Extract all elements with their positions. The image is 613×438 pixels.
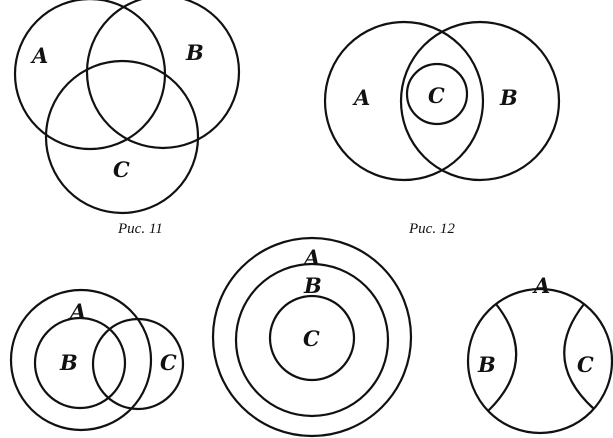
fig15-set-c-boundary <box>563 303 595 410</box>
fig13-set-b-circle <box>33 316 127 410</box>
fig15-label-c: C <box>577 352 594 377</box>
fig13-label-a: A <box>68 299 86 324</box>
fig12-label-a: A <box>352 85 370 110</box>
figure-13: A B C <box>9 288 185 432</box>
fig14-label-c: C <box>303 326 320 351</box>
fig11-label-b: B <box>185 40 204 65</box>
fig15-label-b: B <box>477 352 496 377</box>
fig13-set-a-circle <box>9 288 153 432</box>
figure-14: A B C <box>211 236 413 438</box>
fig12-label-c: C <box>428 83 445 108</box>
fig12-set-b-circle <box>399 20 561 182</box>
fig11-set-b-circle <box>85 0 241 150</box>
fig13-label-b: B <box>59 350 78 375</box>
fig11-set-c-circle <box>44 59 200 215</box>
fig13-label-c: C <box>160 350 177 375</box>
figure-11: A B C Рис. 11 <box>13 0 241 237</box>
figure-15: A B C <box>466 273 613 435</box>
fig11-set-a-circle <box>13 0 167 151</box>
fig11-caption: Рис. 11 <box>117 221 163 237</box>
fig14-set-b-circle <box>234 262 390 418</box>
fig12-caption: Рис. 12 <box>408 221 455 237</box>
fig14-set-a-circle <box>211 236 413 438</box>
fig11-label-c: C <box>113 157 130 182</box>
fig14-label-a: A <box>302 245 320 270</box>
fig14-set-c-circle <box>268 294 356 382</box>
fig13-set-c-circle <box>91 317 185 411</box>
fig14-label-b: B <box>303 273 322 298</box>
figure-12: A B C Рис. 12 <box>323 20 561 237</box>
fig15-set-a-circle <box>466 287 613 435</box>
fig11-label-a: A <box>30 43 48 68</box>
fig12-label-b: B <box>499 85 518 110</box>
fig15-set-b-boundary <box>487 303 518 412</box>
fig12-set-c-circle <box>405 62 469 126</box>
fig15-label-a: A <box>532 273 550 298</box>
fig12-set-a-circle <box>323 20 485 182</box>
